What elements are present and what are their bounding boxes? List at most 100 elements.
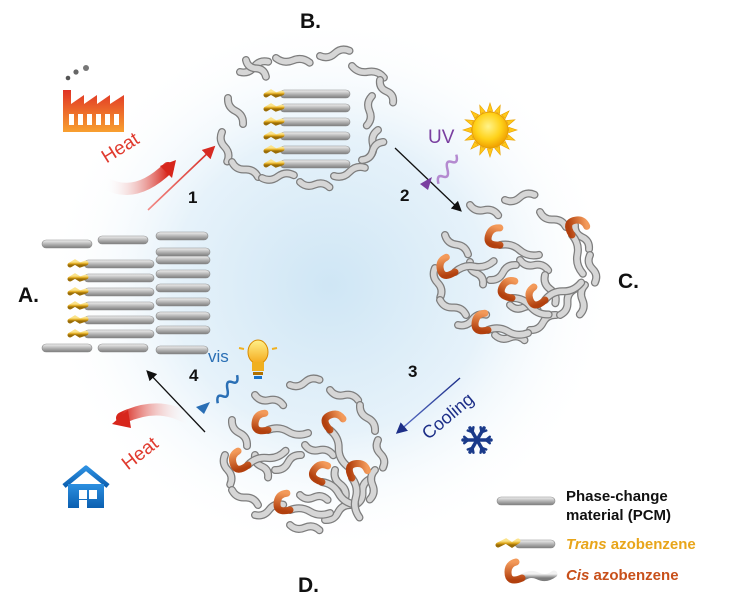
- trans-azobenzene-rod: [83, 315, 155, 325]
- trans-azobenzene-head: [67, 287, 89, 296]
- pcm-chain: [367, 467, 378, 503]
- legend-pcm-swatch: [496, 496, 556, 506]
- pcm-chain: [297, 492, 331, 503]
- pcm-rod: [97, 343, 149, 353]
- legend-trans-italic: Trans: [566, 536, 607, 553]
- pcm-rod: [97, 235, 149, 245]
- pcm-chain: [359, 139, 387, 163]
- pcm-chain: [229, 417, 250, 449]
- pcm-chain: [572, 222, 592, 252]
- pcm-chain: [349, 63, 387, 81]
- legend-cis-rest: azobenzene: [589, 567, 679, 584]
- pcm-chain: [331, 467, 349, 501]
- pcm-rod: [155, 269, 211, 279]
- state-c-cis-melt: [429, 189, 601, 345]
- pcm-chain: [317, 46, 353, 61]
- pcm-rod: [155, 311, 211, 321]
- cis-azobenzene: [273, 489, 335, 519]
- pcm-chain: [377, 77, 396, 106]
- lightbulb-icon: [238, 339, 278, 379]
- uv-wave-icon: [436, 154, 459, 185]
- trans-azobenzene-rod: [83, 273, 155, 283]
- pcm-rod: [155, 297, 211, 307]
- pcm-rod: [155, 231, 209, 241]
- step-label-4: 4: [189, 366, 199, 385]
- vis-wave-head: [196, 402, 210, 414]
- pcm-chain: [517, 257, 551, 274]
- state-label-d: D.: [298, 574, 319, 597]
- pcm-chain: [243, 57, 269, 80]
- pcm-chain: [442, 232, 471, 258]
- pcm-chain: [252, 392, 286, 409]
- pcm-chain: [437, 297, 469, 318]
- trans-azobenzene-head: [263, 159, 285, 168]
- pcm-chain: [502, 190, 538, 205]
- cis-azobenzene: [321, 410, 352, 471]
- pcm-chain: [259, 170, 297, 183]
- trans-azobenzene-rod: [83, 329, 155, 339]
- trans-azobenzene-head: [67, 301, 89, 310]
- trans-azobenzene-head: [263, 131, 285, 140]
- cis-azobenzene: [565, 216, 591, 278]
- trans-azobenzene-rod: [83, 287, 155, 297]
- pcm-rod: [155, 247, 211, 257]
- pcm-chain: [273, 55, 313, 66]
- trans-azobenzene-rod: [279, 145, 351, 155]
- pcm-chain: [217, 129, 232, 165]
- trans-azobenzene-rod: [279, 131, 351, 141]
- uv-label: UV: [428, 127, 455, 148]
- pcm-chain: [225, 95, 246, 127]
- state-label-c: C.: [618, 270, 639, 293]
- pcm-chain: [577, 282, 588, 318]
- legend-cis-italic: Cis: [566, 567, 590, 584]
- pcm-chain: [373, 437, 388, 471]
- pcm-chain: [430, 265, 445, 301]
- pcm-chain: [541, 272, 559, 306]
- cis-azobenzene: [251, 409, 313, 439]
- pcm-chain: [487, 262, 519, 283]
- factory-icon: [63, 65, 124, 132]
- pcm-chain: [331, 164, 368, 180]
- pcm-chain: [229, 159, 261, 180]
- trans-azobenzene-rod: [83, 259, 155, 269]
- legend-cis-swatch: [504, 558, 558, 584]
- legend-cis-label: Cis azobenzene: [566, 566, 679, 585]
- sun-icon: [462, 102, 518, 158]
- trans-azobenzene-rod: [279, 117, 351, 127]
- cis-azobenzene: [525, 278, 586, 309]
- cis-azobenzene: [471, 309, 533, 339]
- arrow-step-2: [394, 147, 462, 212]
- state-a-crystal: [41, 231, 211, 355]
- heat-arrow-head: [160, 160, 176, 178]
- pcm-chain: [220, 452, 235, 488]
- legend-trans-label: Trans azobenzene: [566, 535, 696, 554]
- step-label-3: 3: [408, 362, 418, 381]
- pcm-chain: [302, 442, 336, 459]
- state-label-a: A.: [18, 284, 39, 307]
- pcm-rod: [41, 343, 93, 353]
- heat-arrow-bottom-head: [112, 410, 131, 428]
- cis-azobenzene: [484, 224, 543, 260]
- trans-azobenzene-head: [67, 329, 89, 338]
- trans-azobenzene-head: [67, 315, 89, 324]
- pcm-rod: [41, 239, 93, 249]
- trans-azobenzene-head: [67, 273, 89, 282]
- arrow-step-1: [147, 145, 216, 211]
- step-label-2: 2: [400, 186, 410, 205]
- vis-wave-icon: [216, 374, 239, 404]
- trans-azobenzene-head: [263, 145, 285, 154]
- cis-azobenzene: [436, 253, 498, 279]
- pcm-rod: [155, 255, 211, 265]
- pcm-chain: [287, 375, 323, 390]
- trans-azobenzene-rod: [279, 103, 351, 113]
- pcm-chain: [585, 252, 600, 286]
- state-b-melt: [216, 45, 398, 192]
- snowflake-icon: [461, 426, 493, 454]
- trans-azobenzene-rod: [279, 159, 351, 169]
- heat-arrow-bottom-icon: [116, 403, 196, 426]
- step-label-1: 1: [188, 188, 198, 207]
- cis-azobenzene: [228, 446, 290, 473]
- pcm-chain: [327, 387, 361, 404]
- house-icon: [62, 465, 110, 508]
